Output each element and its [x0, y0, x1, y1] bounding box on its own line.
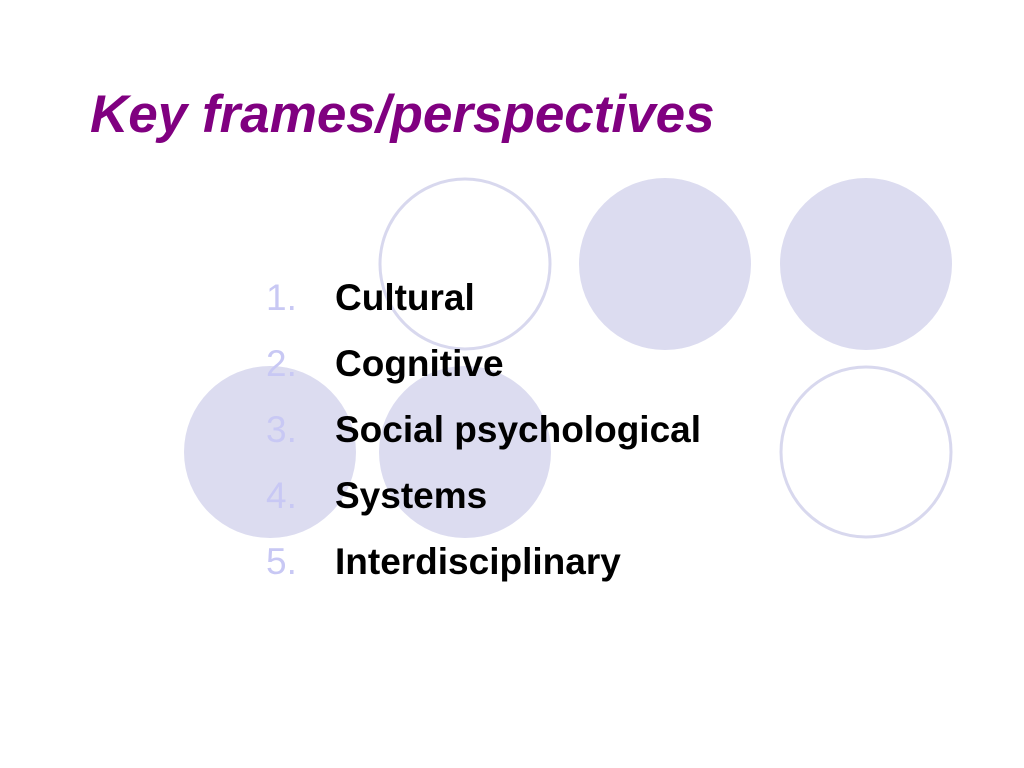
list-item-number: 2.: [266, 343, 297, 384]
list-item-number: 1.: [266, 277, 297, 318]
slide-title: Key frames/perspectives: [90, 85, 715, 144]
list-item: 5. Interdisciplinary: [266, 540, 701, 606]
perspectives-list: 1. Cultural 2. Cognitive 3. Social psych…: [266, 276, 701, 606]
outline-circle: [779, 365, 953, 539]
list-item-number: 5.: [266, 541, 297, 582]
list-item-label: Cultural: [335, 277, 475, 318]
list-item-number: 3.: [266, 409, 297, 450]
list-item-label: Social psychological: [335, 409, 702, 450]
list-item-label: Cognitive: [335, 343, 504, 384]
list-item: 3. Social psychological: [266, 408, 701, 474]
list-item-label: Systems: [335, 475, 488, 516]
filled-circle: [579, 178, 751, 350]
list-item: 1. Cultural: [266, 276, 701, 342]
outline-circle: [378, 177, 552, 351]
filled-circle: [379, 366, 551, 538]
filled-circle: [780, 178, 952, 350]
list-item: 2. Cognitive: [266, 342, 701, 408]
filled-circle: [184, 366, 356, 538]
list-item-number: 4.: [266, 475, 297, 516]
list-item-label: Interdisciplinary: [335, 541, 621, 582]
list-item: 4. Systems: [266, 474, 701, 540]
